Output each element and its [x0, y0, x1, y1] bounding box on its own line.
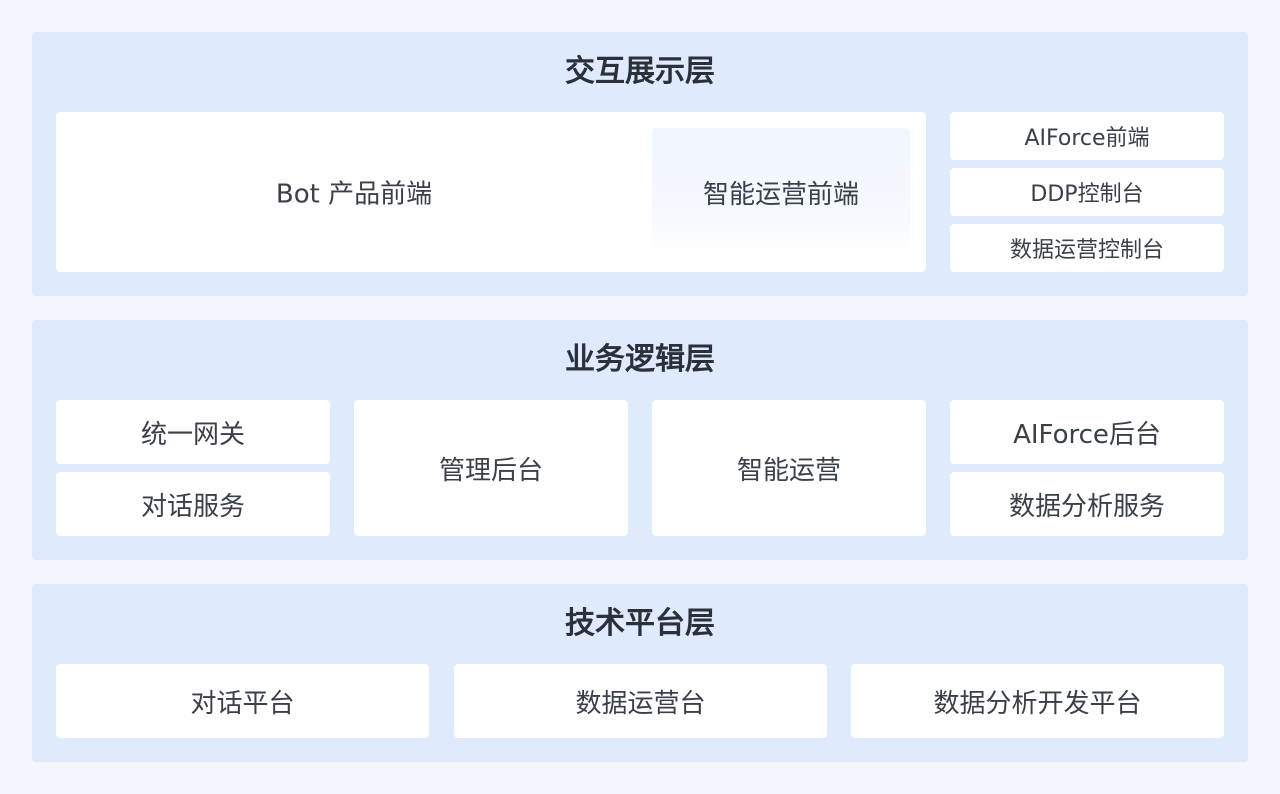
- data-analysis-dev-platform-label: 数据分析开发平台: [933, 688, 1142, 719]
- smart-ops-frontend-label: 智能运营前端: [702, 179, 859, 210]
- data-analysis-service-box: 数据分析服务: [950, 472, 1224, 536]
- presentation-layer: 交互展示层 Bot 产品前端 智能运营前端 AIForce前端 DDP控制台 数…: [32, 32, 1248, 296]
- ddp-console-box: DDP控制台: [950, 168, 1224, 216]
- data-ops-console-label: 数据运营控制台: [1009, 238, 1164, 263]
- tech-platform-layer: 技术平台层 对话平台 数据运营台 数据分析开发平台: [32, 584, 1248, 762]
- layer-title: 交互展示层: [565, 54, 715, 89]
- admin-backend-box: 管理后台: [354, 400, 628, 536]
- smart-ops-label: 智能运营: [736, 455, 841, 486]
- data-analysis-service-label: 数据分析服务: [1008, 491, 1165, 522]
- aiforce-backend-label: AIForce后台: [1013, 419, 1161, 450]
- ddp-console-label: DDP控制台: [1030, 182, 1144, 207]
- data-analysis-dev-platform-box: 数据分析开发平台: [851, 664, 1224, 738]
- dialog-platform-box: 对话平台: [56, 664, 429, 738]
- aiforce-frontend-box: AIForce前端: [950, 112, 1224, 160]
- dialog-service-label: 对话服务: [140, 491, 245, 522]
- smart-ops-frontend-box: 智能运营前端: [652, 128, 910, 256]
- unified-gateway-label: 统一网关: [140, 419, 245, 450]
- layer-title: 业务逻辑层: [565, 342, 715, 377]
- layer-title: 技术平台层: [565, 606, 715, 641]
- data-ops-console-box: 数据运营控制台: [950, 224, 1224, 272]
- business-logic-layer: 业务逻辑层 统一网关 对话服务 管理后台 智能运营 AIForce后台 数据分析…: [32, 320, 1248, 560]
- dialog-platform-label: 对话平台: [190, 688, 295, 719]
- data-ops-platform-box: 数据运营台: [454, 664, 827, 738]
- bot-product-frontend-label: Bot 产品前端: [275, 179, 433, 210]
- unified-gateway-box: 统一网关: [56, 400, 330, 464]
- admin-backend-label: 管理后台: [438, 455, 543, 486]
- bot-product-frontend-box: Bot 产品前端 智能运营前端: [56, 112, 926, 272]
- aiforce-backend-box: AIForce后台: [950, 400, 1224, 464]
- aiforce-frontend-label: AIForce前端: [1024, 126, 1150, 151]
- data-ops-platform-label: 数据运营台: [575, 688, 706, 719]
- smart-ops-box: 智能运营: [652, 400, 926, 536]
- dialog-service-box: 对话服务: [56, 472, 330, 536]
